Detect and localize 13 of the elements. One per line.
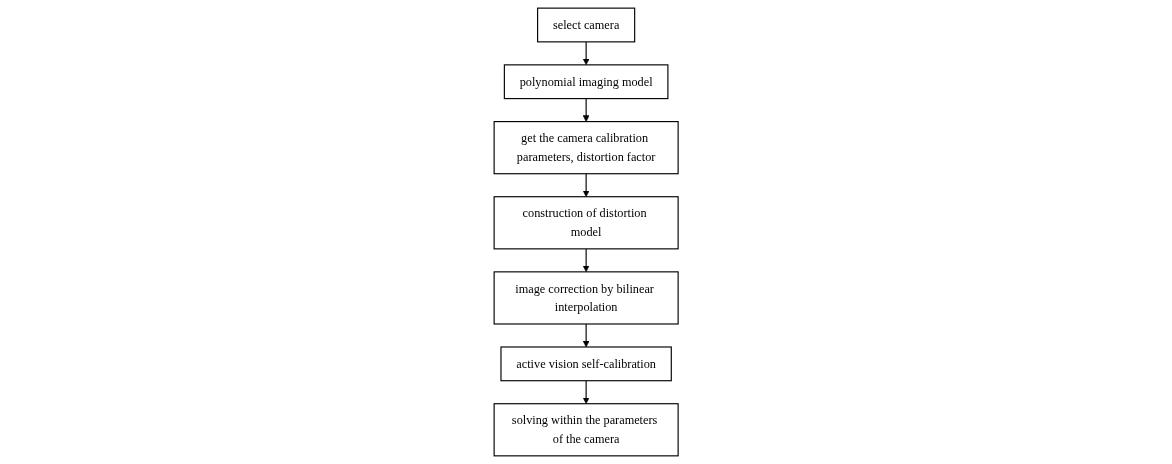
node-box: construction of distortion model <box>493 196 679 250</box>
arrow <box>582 248 590 273</box>
node-box: polynomial imaging model <box>503 64 669 100</box>
node-box: image correction by bilinear interpolation <box>493 271 679 325</box>
node-box: solving within the parameters of the camera <box>493 403 679 457</box>
arrow <box>582 173 590 198</box>
node-box: select camera <box>536 7 636 43</box>
arrow <box>582 41 590 66</box>
arrow <box>582 380 590 405</box>
node-box: active vision self-calibration <box>500 346 672 382</box>
arrow <box>582 323 590 348</box>
arrow <box>582 98 590 122</box>
node-box: get the camera calibration parameters, distortion factor <box>493 121 679 175</box>
